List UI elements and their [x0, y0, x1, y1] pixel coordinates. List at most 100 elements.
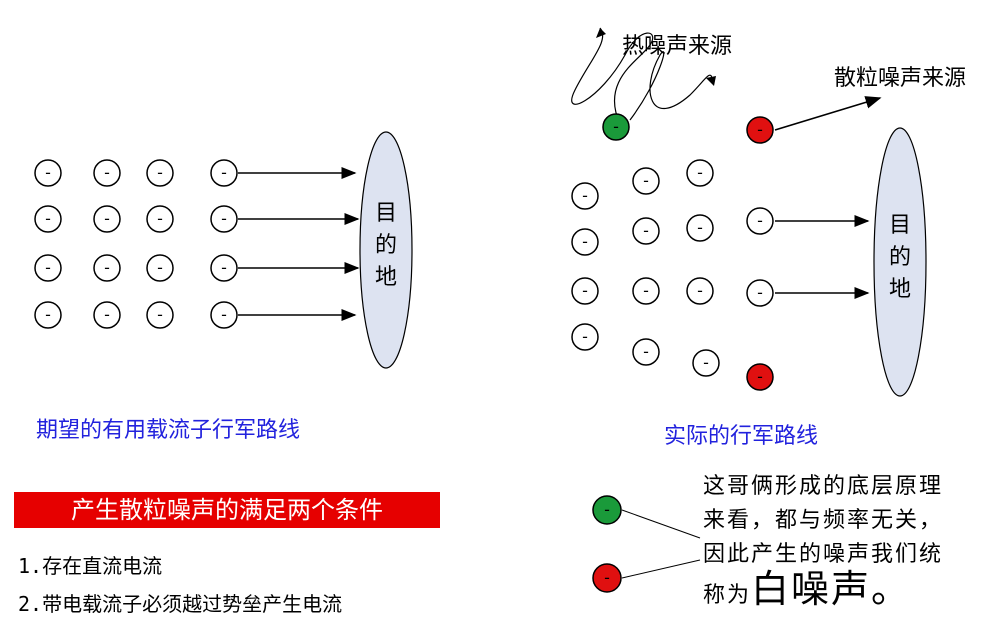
white-noise-explanation: 这哥俩形成的底层原理 来看，都与频率无关， 因此产生的噪声我们统 称为白噪声。 [703, 470, 1003, 613]
explanation-line-3: 因此产生的噪声我们统 [703, 542, 944, 567]
electron: - [146, 159, 174, 187]
electron-sign: - [582, 327, 588, 346]
actual-route-arrows [775, 215, 870, 299]
electron-sign: - [643, 171, 649, 190]
thermal-noise-electron: - [602, 113, 630, 141]
electron: - [34, 159, 62, 187]
destination-right: 目 的 地 [873, 127, 927, 397]
electron: - [632, 277, 660, 305]
electron-sign: - [45, 258, 51, 277]
electron-sign: - [157, 209, 163, 228]
destination-char-1: 目 [375, 201, 397, 226]
electron-sign: - [757, 211, 763, 230]
right-electron-cluster: - - - - - - - - - - - - - - [571, 159, 774, 377]
thermal-arrowhead-1 [596, 28, 606, 38]
legend-thermal-electron: - [592, 495, 622, 525]
electron: - [146, 205, 174, 233]
electron-sign: - [643, 342, 649, 361]
electron: - [210, 254, 238, 282]
condition-item-1: 1.存在直流电流 [18, 554, 163, 578]
electron: - [34, 205, 62, 233]
electron-sign: - [582, 186, 588, 205]
electron-sign: - [757, 283, 763, 302]
electron: - [632, 217, 660, 245]
explanation-period: 。 [871, 567, 912, 611]
electron-sign: - [221, 305, 227, 324]
electron-sign: - [643, 221, 649, 240]
electron-sign: - [703, 353, 709, 372]
electron-sign: - [157, 163, 163, 182]
explanation-line-2: 来看，都与频率无关， [703, 508, 944, 533]
electron: - [686, 159, 714, 187]
electron-sign: - [104, 209, 110, 228]
expected-route-arrows [238, 167, 360, 321]
shot-noise-arrow [774, 96, 882, 131]
electron: - [34, 254, 62, 282]
electron-sign: - [697, 163, 703, 182]
destination-char-2: 的 [889, 245, 911, 270]
electron-sign: - [604, 500, 610, 519]
electron: - [210, 301, 238, 329]
electron: - [210, 159, 238, 187]
shot-noise-source-label: 散粒噪声来源 [834, 66, 967, 91]
destination-char-1: 目 [889, 213, 911, 238]
electron: - [93, 254, 121, 282]
electron: - [34, 301, 62, 329]
shot-noise-electron: - [746, 363, 774, 391]
destination-char-2: 的 [375, 233, 397, 258]
destination-char-3: 地 [889, 277, 911, 302]
electron-sign: - [104, 258, 110, 277]
electron: - [93, 301, 121, 329]
electron: - [210, 205, 238, 233]
electron: - [692, 349, 720, 377]
electron: - [686, 277, 714, 305]
electron-sign: - [104, 163, 110, 182]
destination-char-3: 地 [375, 265, 397, 290]
electron: - [93, 159, 121, 187]
electron: - [571, 323, 599, 351]
electron-sign: - [757, 367, 763, 386]
white-noise-term: 白噪声 [751, 567, 872, 611]
legend-connector-green [621, 509, 701, 539]
electron-sign: - [157, 305, 163, 324]
legend-shot-electron: - [592, 563, 622, 593]
electron: - [146, 254, 174, 282]
expected-route-caption: 期望的有用载流子行军路线 [36, 418, 301, 443]
electron-sign: - [157, 258, 163, 277]
electron-sign: - [643, 281, 649, 300]
thermal-noise-path [571, 27, 713, 125]
electron-sign: - [221, 163, 227, 182]
electron: - [571, 182, 599, 210]
electron: - [571, 277, 599, 305]
electron: - [93, 205, 121, 233]
legend-connector-red [621, 559, 701, 579]
thermal-arrowhead-2 [706, 76, 716, 86]
electron: - [571, 228, 599, 256]
electron-sign: - [613, 117, 619, 136]
electron-sign: - [45, 209, 51, 228]
explanation-line-1: 这哥俩形成的底层原理 [703, 474, 944, 499]
electron: - [746, 207, 774, 235]
left-electron-grid: - - - - - - - - - - - - - - - - [34, 159, 238, 329]
condition-item-2: 2.带电载流子必须越过势垒产生电流 [18, 592, 343, 616]
electron: - [746, 279, 774, 307]
electron-sign: - [582, 281, 588, 300]
electron-sign: - [104, 305, 110, 324]
explanation-line-4: 称为白噪声。 [703, 570, 1003, 613]
electron-sign: - [697, 281, 703, 300]
destination-left: 目 的 地 [359, 131, 413, 369]
electron: - [632, 338, 660, 366]
electron: - [146, 301, 174, 329]
electron-sign: - [221, 258, 227, 277]
electron-sign: - [221, 209, 227, 228]
electron-sign: - [697, 218, 703, 237]
electron: - [632, 167, 660, 195]
explanation-prefix: 称为 [703, 583, 752, 608]
electron-sign: - [45, 163, 51, 182]
electron-sign: - [604, 568, 610, 587]
thermal-noise-source-label: 热噪声来源 [622, 34, 733, 59]
electron-sign: - [582, 232, 588, 251]
conditions-title-banner: 产生散粒噪声的满足两个条件 [14, 492, 440, 528]
electron-sign: - [757, 120, 763, 139]
